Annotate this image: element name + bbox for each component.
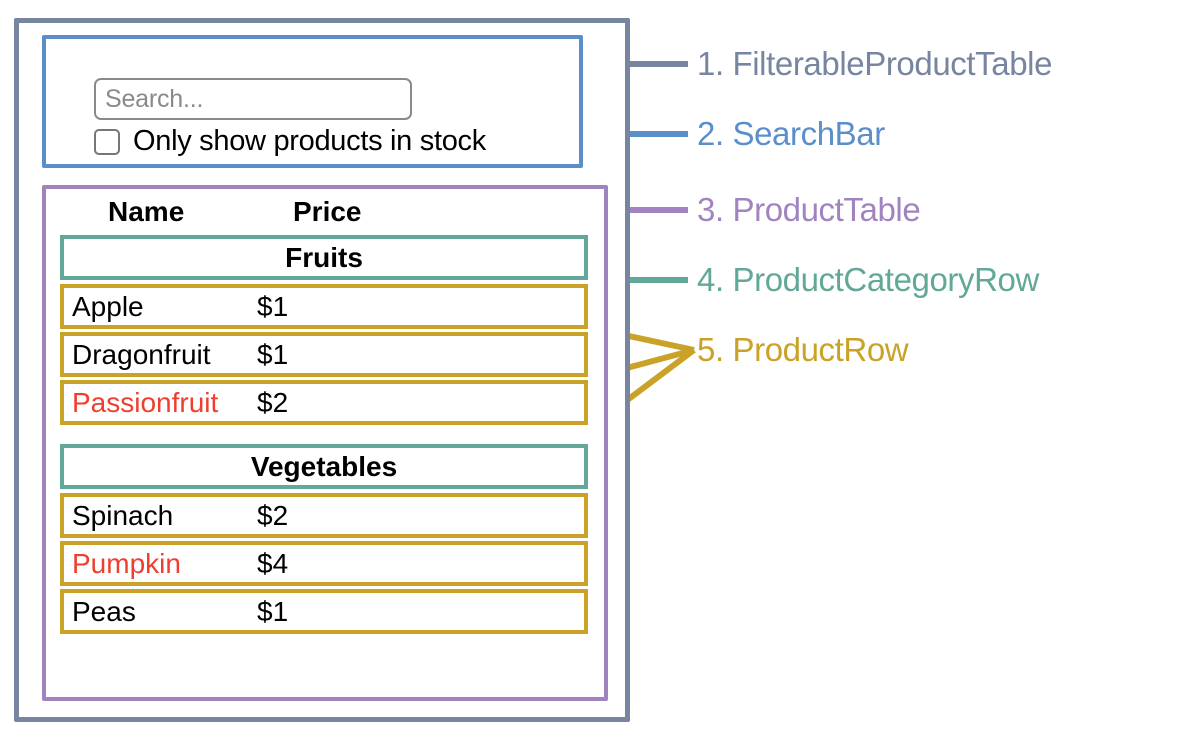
product-category-row: Vegetables bbox=[60, 444, 588, 489]
product-row: Pumpkin $4 bbox=[60, 541, 588, 586]
product-row: Apple $1 bbox=[60, 284, 588, 329]
product-price: $4 bbox=[257, 547, 289, 579]
product-name: Dragonfruit bbox=[72, 338, 211, 370]
search-input[interactable]: Search... bbox=[94, 78, 412, 120]
product-name: Passionfruit bbox=[72, 386, 219, 418]
product-category-label: Vegetables bbox=[250, 450, 398, 482]
product-price: $1 bbox=[257, 595, 289, 627]
in-stock-filter[interactable]: Only show products in stock bbox=[94, 127, 486, 156]
annotation-label-productrow: 5. ProductRow bbox=[697, 331, 909, 368]
column-header-price: Price bbox=[293, 196, 362, 227]
in-stock-filter-label: Only show products in stock bbox=[133, 125, 486, 157]
product-price: $1 bbox=[257, 338, 289, 370]
product-row: Spinach $2 bbox=[60, 493, 588, 538]
product-category-label: Fruits bbox=[285, 241, 363, 273]
group-separator bbox=[60, 428, 588, 444]
product-table: Name Price Fruits Apple $1 Dragonfruit $… bbox=[42, 185, 608, 701]
product-row: Dragonfruit $1 bbox=[60, 332, 588, 377]
product-row: Peas $1 bbox=[60, 589, 588, 634]
product-name: Peas bbox=[72, 595, 136, 627]
annotation-label-productcategoryrow: 4. ProductCategoryRow bbox=[697, 261, 1039, 298]
product-price: $2 bbox=[257, 499, 289, 531]
column-header-name: Name bbox=[108, 196, 185, 227]
product-name: Spinach bbox=[72, 499, 174, 531]
search-bar: Search... Only show products in stock bbox=[42, 35, 583, 168]
checkbox-icon[interactable] bbox=[94, 128, 120, 155]
annotation-label-searchbar: 2. SearchBar bbox=[697, 115, 885, 152]
product-table-inner: Name Price Fruits Apple $1 Dragonfruit $… bbox=[60, 189, 588, 637]
product-name: Pumpkin bbox=[72, 547, 181, 579]
annotation-label-producttable: 3. ProductTable bbox=[697, 191, 921, 228]
table-header-row: Name Price bbox=[60, 189, 588, 235]
product-category-row: Fruits bbox=[60, 235, 588, 280]
annotation-label-filterableproducttable: 1. FilterableProductTable bbox=[697, 45, 1053, 82]
product-price: $1 bbox=[257, 290, 289, 322]
product-row: Passionfruit $2 bbox=[60, 380, 588, 425]
product-price: $2 bbox=[257, 386, 289, 418]
product-name: Apple bbox=[72, 290, 144, 322]
